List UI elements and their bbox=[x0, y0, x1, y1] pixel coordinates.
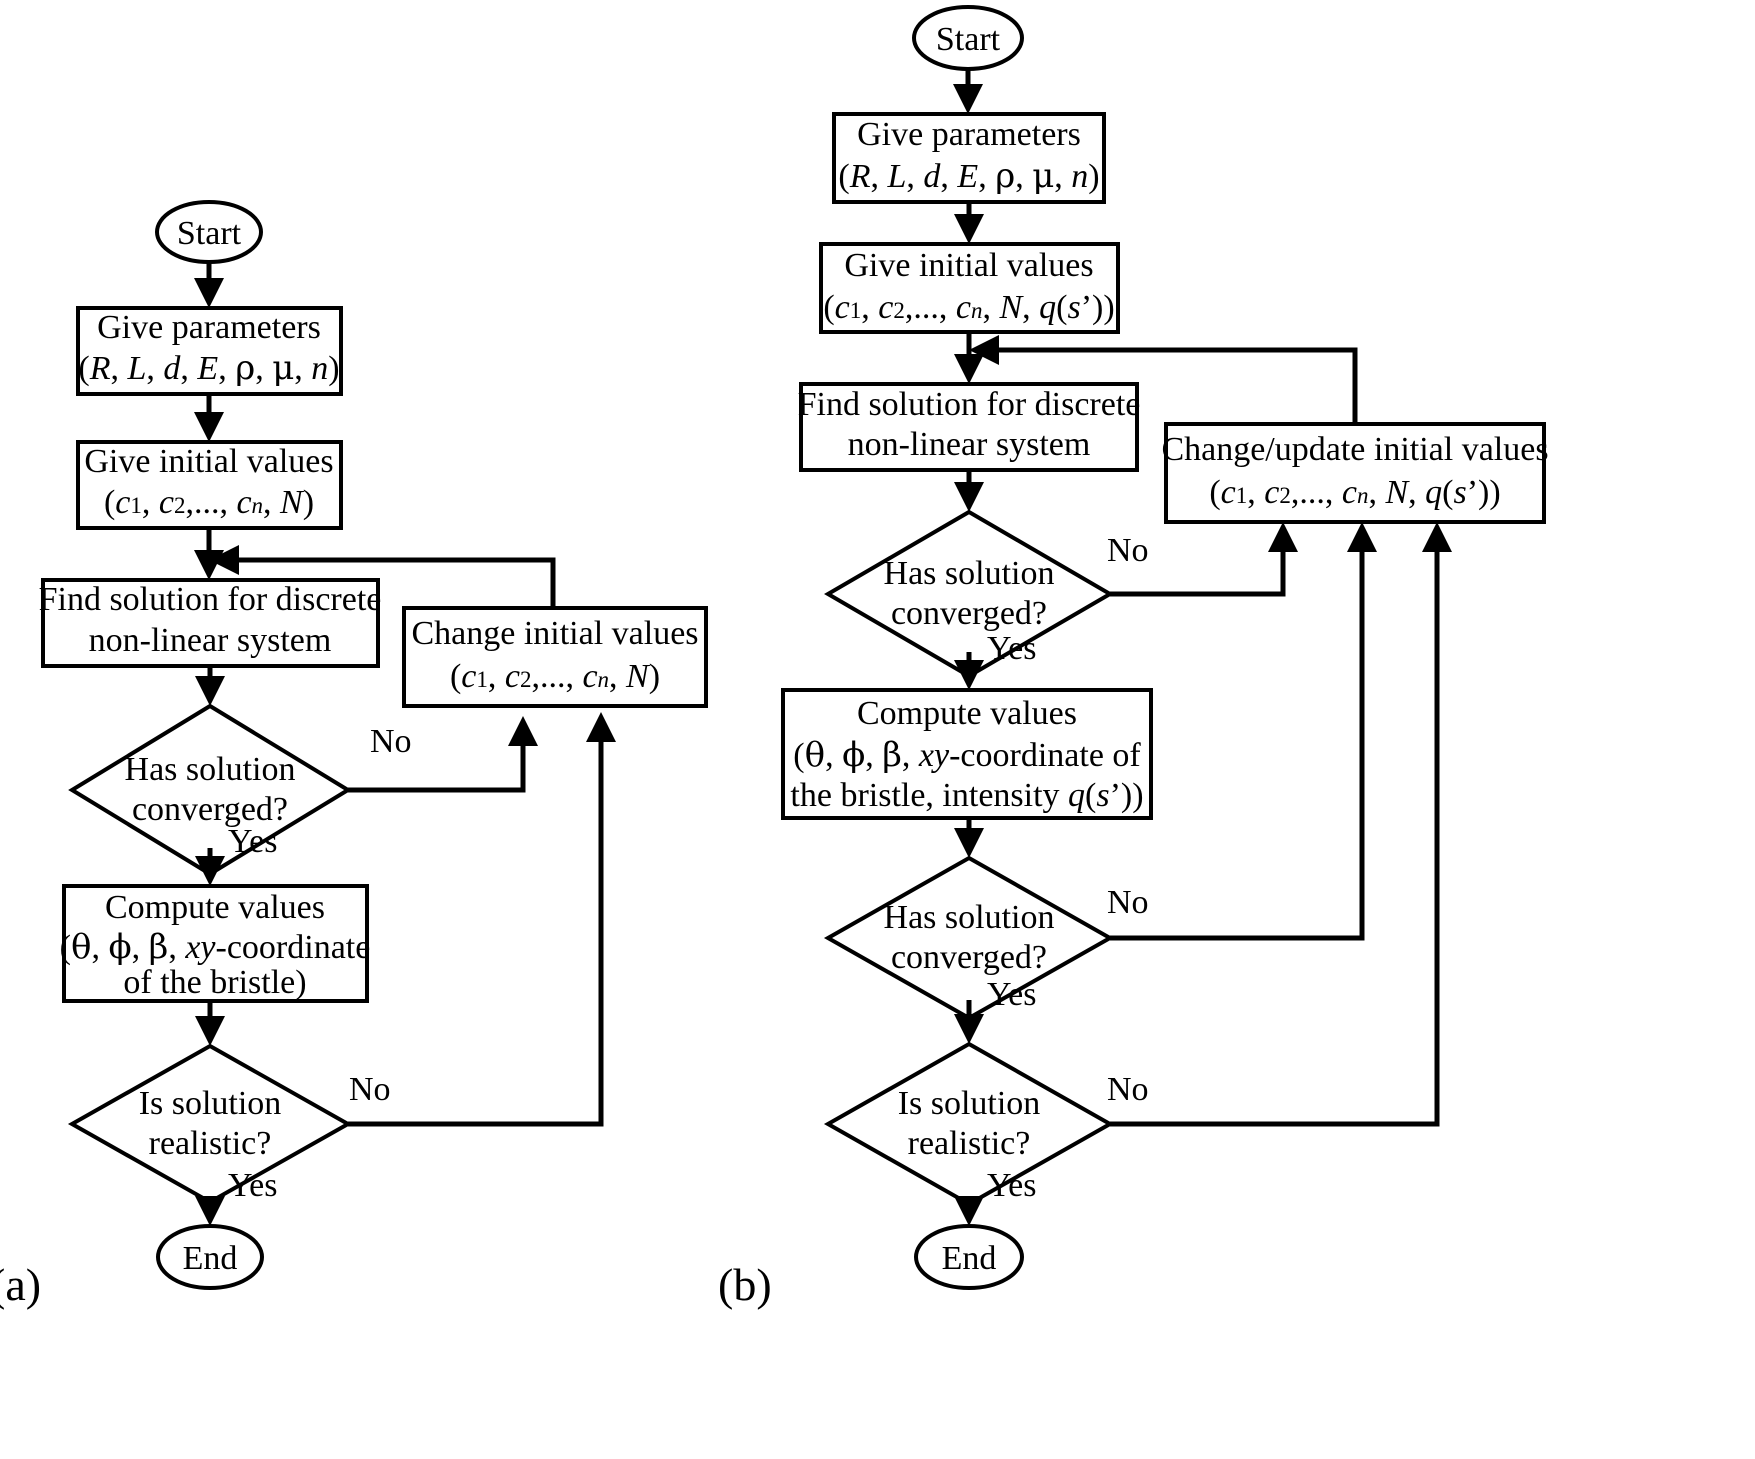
edge-label-a-converged-no: No bbox=[370, 723, 412, 760]
node-b-find-solution-line2: non-linear system bbox=[848, 426, 1091, 463]
edge-label-a-converged-yes: Yes bbox=[228, 823, 277, 860]
node-a-has-converged-line2: converged? bbox=[132, 791, 288, 828]
node-b-is-realistic: Is solution realistic? bbox=[823, 1041, 1115, 1207]
panel-a: Start Give parameters (R, L, d, E, ρ, μ,… bbox=[0, 200, 708, 1310]
edge-a-realistic-to-end bbox=[195, 1196, 225, 1226]
node-a-change-initial-values-line1: Change initial values bbox=[411, 615, 698, 652]
edge-b-converged-yes bbox=[954, 652, 984, 690]
node-b-find-solution-line1: Find solution for discrete bbox=[798, 386, 1141, 423]
node-b-give-parameters-line1: Give parameters bbox=[857, 116, 1081, 153]
node-b-give-initial-values-line1: Give initial values bbox=[844, 247, 1093, 284]
edge-label-b-converged2-no: No bbox=[1107, 884, 1149, 921]
edge-a-realistic-no bbox=[348, 712, 616, 1127]
node-b-give-initial-values: Give initial values (c1, c2,..., cn, N, … bbox=[819, 242, 1120, 334]
node-a-find-solution-line2: non-linear system bbox=[89, 622, 332, 659]
node-b-start-label: Start bbox=[936, 21, 1001, 58]
edge-label-b-converged-yes: Yes bbox=[987, 630, 1036, 667]
node-a-find-solution-line1: Find solution for discrete bbox=[39, 581, 382, 618]
edge-b-realistic-to-end bbox=[954, 1196, 984, 1226]
edge-a-compute-to-realistic bbox=[195, 1001, 225, 1046]
node-b-change-update-initial-values: Change/update initial values (c1, c2,...… bbox=[1161, 422, 1549, 524]
edge-a-start-to-parameters bbox=[194, 262, 224, 308]
edge-a-parameters-to-initial bbox=[194, 394, 224, 442]
edge-b-converged2-yes bbox=[954, 1000, 984, 1044]
node-b-give-parameters-line2: (R, L, d, E, ρ, μ, n) bbox=[838, 156, 1099, 196]
edge-b-change-to-find-loop bbox=[969, 335, 1358, 424]
node-a-compute-values-line3: of the bristle) bbox=[123, 964, 306, 1001]
node-a-find-solution: Find solution for discrete non-linear sy… bbox=[39, 578, 382, 668]
node-b-is-realistic-line1: Is solution bbox=[898, 1085, 1041, 1122]
node-a-compute-values-line2: (θ, ϕ, β, xy-coordinate bbox=[60, 927, 371, 967]
node-b-has-converged-line2: converged? bbox=[891, 595, 1047, 632]
node-a-give-parameters: Give parameters (R, L, d, E, ρ, μ, n) bbox=[76, 306, 343, 396]
edge-label-b-realistic-yes: Yes bbox=[987, 1167, 1036, 1204]
node-b-end-label: End bbox=[942, 1240, 997, 1277]
edge-a-initial-to-find bbox=[194, 528, 224, 580]
node-b-compute-values-line3: the bristle, intensity q(s’)) bbox=[790, 777, 1143, 814]
node-a-give-initial-values-line1: Give initial values bbox=[84, 443, 333, 480]
node-a-has-converged-line1: Has solution bbox=[125, 751, 296, 788]
node-b-give-initial-values-line2: (c1, c2,..., cn, N, q(s’)) bbox=[823, 289, 1114, 326]
node-b-is-realistic-line2: realistic? bbox=[908, 1125, 1031, 1162]
panel-b-label: (b) bbox=[718, 1259, 772, 1310]
edge-b-converged2-no bbox=[1110, 522, 1377, 941]
panel-a-label: (a) bbox=[0, 1259, 41, 1310]
node-a-is-realistic-line2: realistic? bbox=[149, 1125, 272, 1162]
node-a-start: Start bbox=[155, 200, 263, 264]
edge-b-compute-to-converged2 bbox=[954, 818, 984, 858]
panel-b: Start Give parameters (R, L, d, E, ρ, μ,… bbox=[718, 5, 1549, 1310]
edge-label-b-realistic-no: No bbox=[1107, 1071, 1149, 1108]
edge-b-parameters-to-initial bbox=[954, 202, 984, 244]
node-a-give-initial-values-line2: (c1, c2,..., cn, N) bbox=[104, 484, 314, 521]
node-b-change-update-line1: Change/update initial values bbox=[1161, 431, 1548, 468]
edge-b-initial-to-find bbox=[954, 332, 984, 384]
edge-a-change-to-find-loop bbox=[209, 545, 556, 608]
node-b-compute-values-line2: (θ, ϕ, β, xy-coordinate of bbox=[793, 735, 1141, 775]
edge-label-a-realistic-yes: Yes bbox=[228, 1167, 277, 1204]
node-a-give-parameters-line1: Give parameters bbox=[97, 309, 321, 346]
edge-b-realistic-no bbox=[1110, 522, 1452, 1127]
edge-a-converged-no bbox=[348, 716, 538, 793]
edge-label-a-realistic-no: No bbox=[349, 1071, 391, 1108]
node-a-is-realistic: Is solution realistic? bbox=[67, 1043, 353, 1205]
edge-label-b-converged-no: No bbox=[1107, 532, 1149, 569]
edge-b-start-to-parameters bbox=[953, 69, 983, 114]
node-b-has-converged-2-line1: Has solution bbox=[884, 899, 1055, 936]
edge-a-find-to-converged bbox=[195, 666, 225, 706]
node-a-give-initial-values: Give initial values (c1, c2,..., cn, N) bbox=[76, 440, 343, 530]
node-b-change-update-line2: (c1, c2,..., cn, N, q(s’)) bbox=[1209, 474, 1500, 511]
node-b-compute-values-line1: Compute values bbox=[857, 695, 1077, 732]
node-b-give-parameters: Give parameters (R, L, d, E, ρ, μ, n) bbox=[832, 112, 1106, 204]
node-a-start-label: Start bbox=[177, 215, 242, 252]
node-b-start: Start bbox=[912, 5, 1024, 71]
node-a-give-parameters-line2: (R, L, d, E, ρ, μ, n) bbox=[78, 348, 339, 388]
node-a-compute-values: Compute values (θ, ϕ, β, xy-coordinate o… bbox=[60, 884, 371, 1003]
node-a-end: End bbox=[156, 1224, 264, 1290]
node-a-compute-values-line1: Compute values bbox=[105, 889, 325, 926]
node-b-compute-values: Compute values (θ, ϕ, β, xy-coordinate o… bbox=[781, 688, 1153, 820]
node-a-change-initial-values: Change initial values (c1, c2,..., cn, N… bbox=[402, 606, 708, 708]
node-b-has-converged-2: Has solution converged? bbox=[823, 855, 1115, 1021]
node-b-has-converged-2-line2: converged? bbox=[891, 939, 1047, 976]
node-b-has-converged: Has solution converged? bbox=[824, 509, 1114, 679]
edge-label-b-converged2-yes: Yes bbox=[987, 976, 1036, 1013]
node-a-is-realistic-line1: Is solution bbox=[139, 1085, 282, 1122]
edge-a-converged-yes bbox=[195, 848, 225, 886]
node-a-end-label: End bbox=[183, 1240, 238, 1277]
edge-b-converged-no bbox=[1110, 522, 1298, 597]
edge-b-find-to-converged bbox=[954, 470, 984, 512]
node-a-has-converged: Has solution converged? bbox=[68, 703, 352, 877]
node-b-end: End bbox=[914, 1224, 1024, 1290]
node-b-find-solution: Find solution for discrete non-linear sy… bbox=[798, 382, 1141, 472]
node-b-has-converged-line1: Has solution bbox=[884, 555, 1055, 592]
